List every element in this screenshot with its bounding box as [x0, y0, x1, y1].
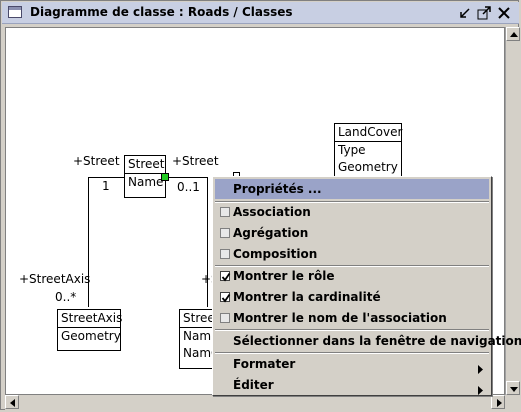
submenu-arrow-icon: [478, 360, 483, 380]
class-attribute: NamO: [183, 346, 221, 360]
horizontal-scrollbar[interactable]: [5, 395, 505, 410]
window-title: Diagramme de classe : Roads / Classes: [30, 5, 293, 19]
scroll-up-icon[interactable]: [506, 27, 520, 41]
selection-handle[interactable]: [161, 173, 169, 181]
menu-item-composition[interactable]: Composition: [215, 244, 489, 264]
menu-item-selectionner-navigation[interactable]: Sélectionner dans la fenêtre de navigati…: [215, 331, 521, 351]
multiplicity-label: 0..1: [177, 180, 200, 194]
context-menu: Propriétés ... Association Agrégation Co…: [212, 176, 521, 396]
checkbox-checked-icon: [220, 271, 231, 282]
menu-item-proprietes[interactable]: Propriétés ...: [215, 179, 489, 199]
association-line[interactable]: [207, 177, 208, 307]
menu-item-agregation[interactable]: Agrégation: [215, 223, 489, 243]
checkbox-checked-icon: [220, 292, 231, 303]
class-street[interactable]: Street Name: [124, 155, 166, 198]
menu-item-montrer-role[interactable]: Montrer le rôle: [215, 266, 489, 286]
menu-item-label: Montrer la cardinalité: [233, 290, 381, 304]
menu-separator: [215, 201, 489, 203]
association-line[interactable]: [88, 177, 125, 178]
minimize-icon[interactable]: [457, 5, 473, 21]
menu-item-label: Agrégation: [233, 226, 309, 240]
role-label: +Street: [73, 154, 120, 168]
menu-item-label: Éditer: [233, 378, 274, 392]
menu-item-montrer-cardinalite[interactable]: Montrer la cardinalité: [215, 287, 489, 307]
scrollbar-corner: [505, 395, 519, 410]
role-label: +StreetAxis: [19, 272, 91, 286]
scroll-right-icon[interactable]: [491, 395, 505, 409]
checkbox-unchecked-icon: [220, 249, 230, 259]
menu-item-label: Sélectionner dans la fenêtre de navigati…: [233, 334, 521, 348]
checkbox-unchecked-icon: [220, 313, 230, 323]
class-attribute: Geometry: [61, 329, 121, 343]
menu-item-label: Montrer le nom de l'association: [233, 311, 447, 325]
multiplicity-label: 0..*: [55, 290, 77, 304]
menu-item-label: Composition: [233, 247, 318, 261]
association-line[interactable]: [165, 177, 207, 178]
menu-item-label: Propriétés ...: [233, 182, 322, 196]
menu-item-formater[interactable]: Formater: [215, 354, 489, 374]
menu-item-editer[interactable]: Éditer: [215, 375, 489, 395]
menu-item-label: Association: [233, 205, 311, 219]
class-attribute: Geometry: [338, 160, 398, 174]
class-name: LandCover: [335, 124, 402, 142]
menu-separator: [215, 329, 489, 331]
menu-item-association[interactable]: Association: [215, 202, 489, 222]
class-attribute: NamR: [183, 329, 220, 343]
class-name: Street: [125, 156, 165, 174]
class-landcover[interactable]: LandCover Type Geometry: [334, 123, 402, 183]
checkbox-unchecked-icon: [220, 207, 230, 217]
vertical-scrollbar[interactable]: [505, 27, 520, 395]
class-attribute: Name: [128, 175, 164, 189]
window-icon: [8, 6, 22, 18]
title-bar[interactable]: Diagramme de classe : Roads / Classes: [2, 2, 519, 24]
checkbox-unchecked-icon: [220, 228, 230, 238]
class-name: Street: [180, 310, 228, 328]
association-line[interactable]: [88, 177, 89, 307]
menu-item-label: Formater: [233, 357, 296, 371]
scroll-left-icon[interactable]: [5, 395, 19, 409]
class-name: StreetAxis: [58, 310, 122, 328]
maximize-icon[interactable]: [476, 5, 492, 21]
menu-separator: [215, 352, 489, 354]
class-attribute: Type: [338, 143, 366, 157]
menu-item-label: Montrer le rôle: [233, 269, 335, 283]
role-label: +Street: [172, 154, 219, 168]
submenu-arrow-icon: [478, 381, 483, 401]
scroll-down-icon[interactable]: [506, 381, 520, 395]
close-icon[interactable]: [496, 5, 512, 21]
menu-item-montrer-nom-association[interactable]: Montrer le nom de l'association: [215, 308, 489, 328]
class-streetaxis[interactable]: StreetAxis Geometry: [57, 309, 122, 351]
menu-separator: [215, 265, 489, 267]
multiplicity-label: 1: [102, 179, 110, 193]
